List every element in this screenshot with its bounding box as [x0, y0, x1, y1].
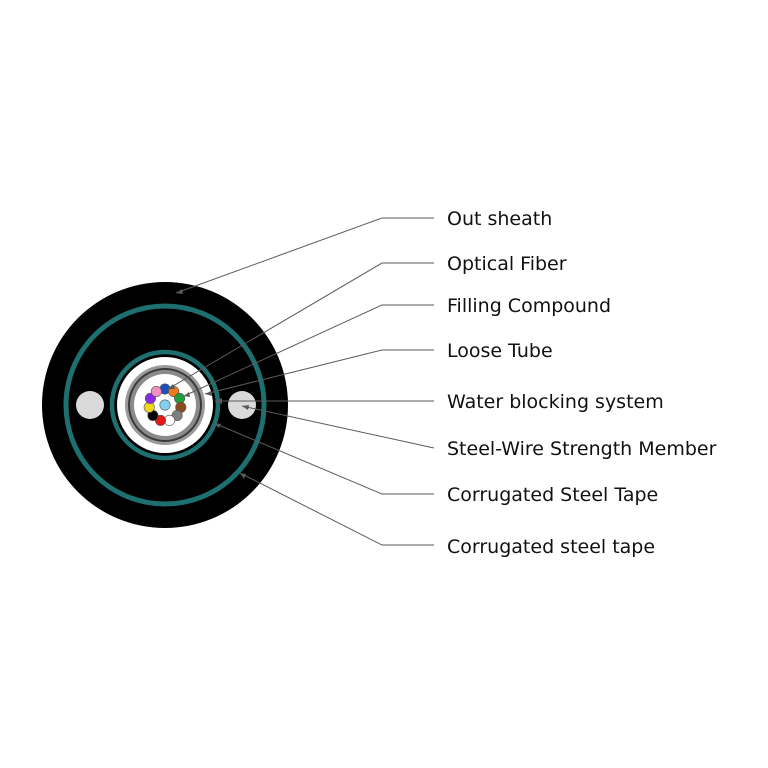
label-filling-compound: Filling Compound [447, 295, 611, 317]
leader-corrugated-steel-tape [213, 422, 434, 495]
label-steel-wire-strength-member: Steel-Wire Strength Member [447, 438, 717, 460]
leader-corrugated-steel-tape-outer [239, 472, 434, 546]
inner-armor-ring [109, 349, 221, 461]
arrowhead-water-blocking [215, 398, 222, 404]
leader-optical-fiber [167, 262, 434, 390]
arrowhead-filling-compound [184, 392, 190, 397]
optical-fiber-11 [150, 385, 162, 397]
label-optical-fiber: Optical Fiber [447, 253, 567, 275]
arrowheads [168, 289, 249, 479]
arrowhead-optical-fiber [168, 384, 175, 389]
leader-filling-compound [183, 304, 434, 397]
strength-member-right [228, 391, 256, 419]
leader-steel-wire-strength-member [241, 405, 435, 449]
strength-member-left [76, 391, 104, 419]
label-corrugated-steel-tape-outer: Corrugated steel tape [447, 536, 655, 558]
leader-loose-tube [204, 349, 434, 395]
arrowhead-out-sheath [176, 289, 183, 294]
label-out-sheath: Out sheath [447, 208, 552, 230]
label-water-blocking-system: Water blocking system [447, 391, 664, 413]
label-corrugated-steel-tape: Corrugated Steel Tape [447, 484, 658, 506]
arrowhead-strength-member [242, 405, 249, 410]
outer-armor-ring [63, 303, 267, 507]
arrowhead-loose-tube [205, 391, 212, 396]
optical-fiber-12 [159, 399, 171, 411]
leader-out-sheath [175, 217, 434, 294]
label-loose-tube: Loose Tube [447, 340, 553, 362]
optical-fiber-bundle [143, 383, 187, 426]
leader-lines [167, 217, 435, 546]
callout-labels: Out sheath Optical Fiber Filling Compoun… [447, 208, 717, 558]
cable-cross-section [42, 282, 288, 528]
arrowhead-steel-tape-outer [240, 473, 246, 479]
arrowhead-steel-tape [214, 423, 221, 428]
